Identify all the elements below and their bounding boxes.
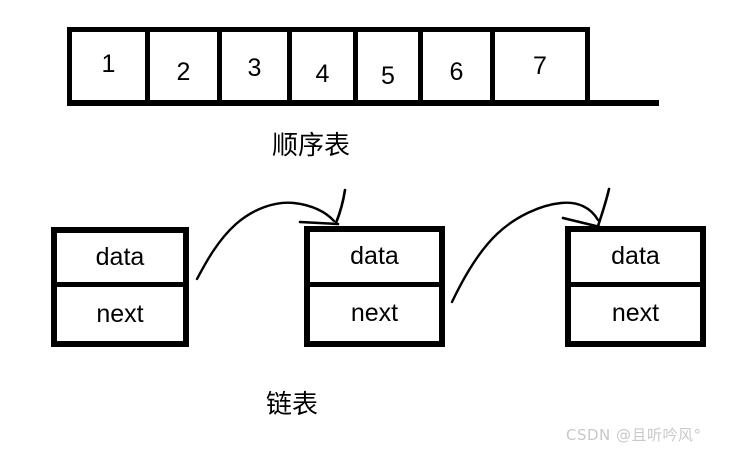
array-cell: 4 (292, 32, 358, 100)
array-cell: 5 (358, 32, 423, 100)
array-cell-value: 5 (381, 61, 395, 90)
array-cell: 2 (150, 32, 222, 100)
node-next-field: next (57, 287, 183, 341)
array-cell: 3 (222, 32, 292, 100)
array-cell-value: 7 (533, 51, 547, 80)
array-cell-value: 4 (315, 59, 330, 88)
linked-list-node: data next (565, 226, 706, 347)
node-data-field: data (57, 233, 183, 287)
array-cell-value: 2 (176, 57, 191, 86)
array-baseline-rule (67, 100, 659, 106)
sequential-list-caption: 顺序表 (272, 131, 351, 161)
node-data-field: data (310, 232, 439, 287)
array-cell: 6 (423, 32, 495, 100)
sequential-list-array: 1 2 3 4 5 6 7 (67, 27, 590, 105)
node-next-field: next (571, 286, 700, 341)
array-cell: 1 (72, 32, 150, 100)
node-data-field: data (571, 232, 700, 287)
linked-list-node: data next (51, 227, 189, 347)
array-cell-value: 3 (247, 53, 262, 82)
linked-list-node: data next (304, 226, 445, 347)
array-cell-value: 1 (101, 49, 116, 78)
csdn-watermark: CSDN @且听吟风° (566, 426, 702, 444)
array-cell-value: 6 (449, 57, 464, 86)
node-next-field: next (310, 286, 439, 341)
array-cell: 7 (495, 32, 585, 100)
linked-list-caption: 链表 (266, 390, 319, 420)
